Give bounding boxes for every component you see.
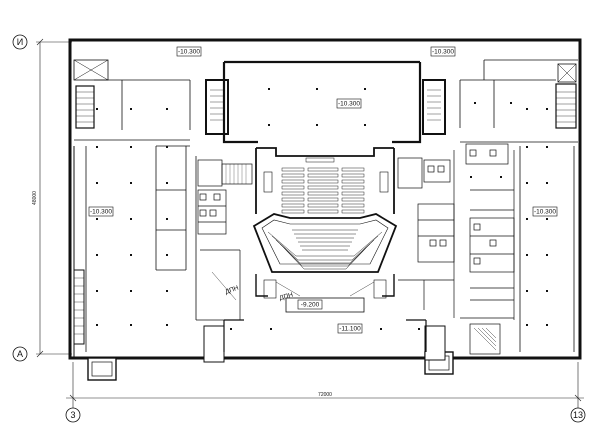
elevation-center-upper: -10.300 <box>338 101 360 108</box>
axis-bubble-bottom-end: 13 <box>570 407 586 423</box>
elevation-tag-top-left: -10.300 <box>176 46 202 57</box>
elevation-top-left: -10.300 <box>178 49 200 56</box>
axis-label-end: 13 <box>573 410 583 420</box>
balcony-seating <box>281 167 365 214</box>
dimension-horizontal: 72000 <box>318 392 332 398</box>
axis-label-bottom: А <box>17 349 23 359</box>
stalls-hall <box>252 213 398 273</box>
elevation-right-hall: -10.300 <box>534 209 556 216</box>
stalls-seating <box>267 229 383 270</box>
elevation-left-hall: -10.300 <box>90 209 112 216</box>
left-hall <box>73 145 197 352</box>
axis-bubble-bottom-start: 3 <box>65 407 81 423</box>
elevation-bottom-center: -11.100 <box>339 326 361 333</box>
bottom-centre-wall <box>223 319 427 352</box>
stage <box>255 274 395 313</box>
note-left-dn: ДПН <box>224 284 240 295</box>
elevation-top-right: -10.300 <box>432 49 454 56</box>
auditorium <box>255 147 395 214</box>
elevation-tag-left-hall: -10.300 <box>88 206 114 217</box>
structural-columns <box>96 88 548 330</box>
right-bottom-stair <box>469 323 501 355</box>
right-service-rooms <box>397 143 515 320</box>
elevation-tag-center-upper: -10.300 <box>336 98 362 109</box>
axis-bubble-top-left: И <box>12 34 28 50</box>
left-service-rooms <box>196 159 253 321</box>
dimension-lines <box>36 38 584 408</box>
elevation-tag-right-hall: -10.300 <box>532 206 558 217</box>
right-hall <box>519 146 575 352</box>
elevation-tag-top-right: -10.300 <box>430 46 456 57</box>
axis-label-start: 3 <box>70 410 75 420</box>
elevation-stage: -9.200 <box>301 302 320 309</box>
dimension-vertical: 48000 <box>32 191 38 205</box>
entrance-bays <box>87 325 454 381</box>
elevation-tag-stage: -9.200 <box>297 299 323 310</box>
axis-bubble-bottom-left: А <box>12 346 28 362</box>
axis-label-top: И <box>17 37 23 47</box>
elevation-tag-bottom-center: -11.100 <box>337 323 363 334</box>
upper-zone <box>73 59 578 144</box>
note-center-dn: ДПН <box>279 292 294 302</box>
